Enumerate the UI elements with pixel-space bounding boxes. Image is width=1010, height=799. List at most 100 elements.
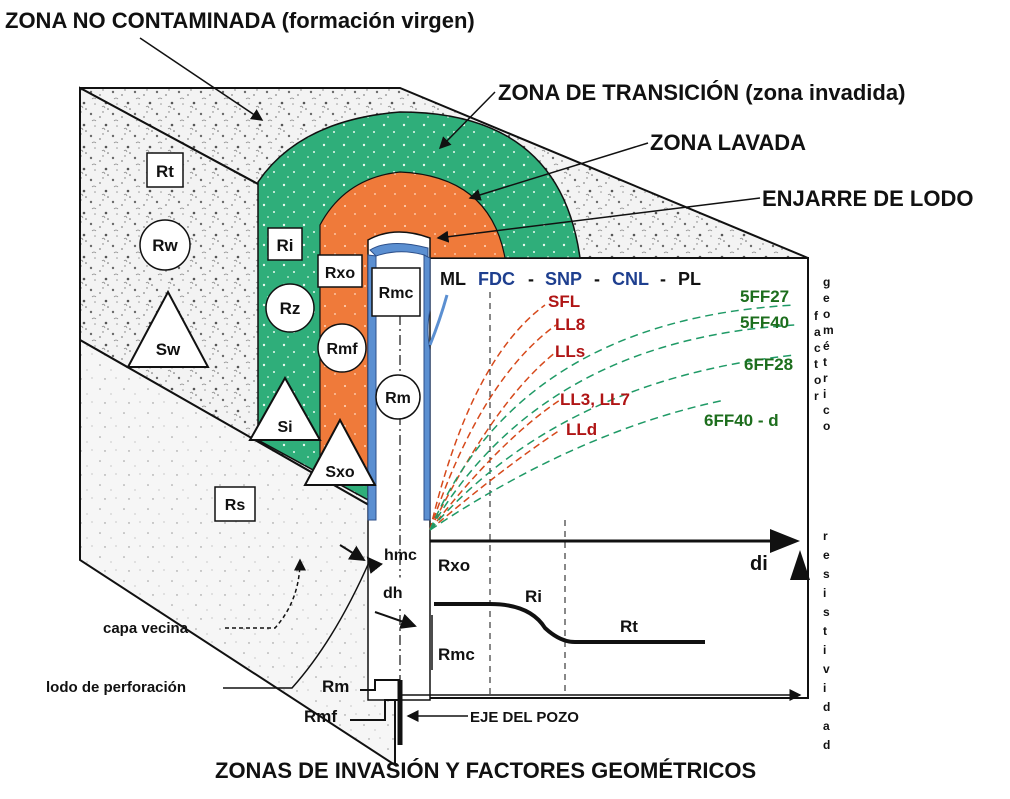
svg-text:-: - xyxy=(528,269,534,289)
svg-text:Si: Si xyxy=(277,419,292,436)
svg-text:a: a xyxy=(814,325,821,339)
vertical-label-factor: fa ct or xyxy=(814,309,821,403)
svg-text:s: s xyxy=(823,567,830,581)
svg-text:r: r xyxy=(823,529,828,543)
svg-text:t: t xyxy=(823,624,827,638)
resistivity-profile-line xyxy=(434,602,705,644)
svg-text:i: i xyxy=(823,643,826,657)
label-sfl: SFL xyxy=(548,292,580,311)
label-capa-vecina: capa vecina xyxy=(103,620,189,637)
symbol-sw: Sw xyxy=(126,289,210,368)
label-dh: dh xyxy=(383,585,403,602)
label-ll8: LL8 xyxy=(555,315,585,334)
svg-text:SNP: SNP xyxy=(545,269,582,289)
profile-rt: Rt xyxy=(620,617,638,636)
red-curves xyxy=(429,304,561,531)
svg-text:PL: PL xyxy=(678,269,701,289)
svg-text:v: v xyxy=(823,662,830,676)
symbol-rs: Rs xyxy=(214,486,256,522)
svg-text:é: é xyxy=(823,339,830,353)
label-eje-pozo: EJE DEL POZO xyxy=(470,709,579,726)
svg-text:f: f xyxy=(814,309,819,323)
svg-text:e: e xyxy=(823,548,830,562)
svg-text:o: o xyxy=(823,307,830,321)
svg-text:-: - xyxy=(594,269,600,289)
label-6ff40-d: 6FF40 - d xyxy=(704,411,779,430)
symbol-rmc: Rmc xyxy=(371,267,421,317)
svg-text:Sw: Sw xyxy=(156,340,181,359)
svg-text:g: g xyxy=(823,275,830,289)
svg-text:s: s xyxy=(823,605,830,619)
svg-text:r: r xyxy=(823,371,828,385)
svg-text:i: i xyxy=(823,681,826,695)
ml-curve xyxy=(428,294,449,346)
svg-text:Sxo: Sxo xyxy=(325,464,355,481)
symbol-rmf: Rmf xyxy=(317,323,367,373)
label-5ff40: 5FF40 xyxy=(740,313,789,332)
label-6ff28: 6FF28 xyxy=(744,355,793,374)
svg-text:r: r xyxy=(814,389,819,403)
label-lls: LLs xyxy=(555,342,585,361)
svg-text:t: t xyxy=(823,355,827,369)
di-axis-arrow xyxy=(770,529,800,553)
chart-face xyxy=(404,257,809,699)
svg-text:d: d xyxy=(823,738,830,752)
svg-text:-: - xyxy=(660,269,666,289)
label-zona-lavada: ZONA LAVADA xyxy=(650,130,806,155)
vertical-label-geometrico: ge om ét ri co xyxy=(823,275,834,433)
symbol-sxo: Sxo xyxy=(303,417,377,486)
svg-text:d: d xyxy=(823,700,830,714)
symbol-rw: Rw xyxy=(139,219,191,271)
svg-text:i: i xyxy=(823,387,826,401)
svg-text:Rw: Rw xyxy=(152,236,178,255)
symbol-rt: Rt xyxy=(146,152,184,188)
svg-text:c: c xyxy=(814,341,821,355)
symbol-ri: Ri xyxy=(267,227,303,261)
label-rmf: Rmf xyxy=(304,707,337,726)
svg-text:Rz: Rz xyxy=(280,299,301,318)
svg-text:FDC: FDC xyxy=(478,269,515,289)
vertical-label-resistividad: re si st iv id ad xyxy=(823,529,830,752)
svg-text:m: m xyxy=(823,323,834,337)
svg-text:o: o xyxy=(823,419,830,433)
svg-text:ML: ML xyxy=(440,269,466,289)
profile-rxo: Rxo xyxy=(438,556,470,575)
label-di: di xyxy=(750,553,768,575)
svg-text:i: i xyxy=(823,586,826,600)
label-hmc: hmc xyxy=(384,547,417,564)
svg-text:Ri: Ri xyxy=(277,236,294,255)
chart-header: ML FDC - SNP - CNL - PL xyxy=(440,269,701,289)
svg-text:t: t xyxy=(814,357,818,371)
svg-text:o: o xyxy=(814,373,821,387)
svg-text:a: a xyxy=(823,719,830,733)
resistividad-arrow xyxy=(790,550,810,580)
svg-text:Rmf: Rmf xyxy=(326,341,358,358)
label-rm: Rm xyxy=(322,677,349,696)
svg-text:e: e xyxy=(823,291,830,305)
svg-text:Rmc: Rmc xyxy=(379,285,414,302)
svg-text:Rs: Rs xyxy=(225,497,246,514)
label-lodo-perforacion: lodo de perforación xyxy=(46,679,186,696)
flushed-zone xyxy=(319,171,506,491)
symbol-si: Si xyxy=(248,375,322,441)
svg-text:CNL: CNL xyxy=(612,269,649,289)
symbol-rxo: Rxo xyxy=(317,254,363,288)
label-ll3-ll7: LL3, LL7 xyxy=(560,390,630,409)
svg-text:Rm: Rm xyxy=(385,390,411,407)
symbol-rz: Rz xyxy=(265,283,315,333)
profile-ri: Ri xyxy=(525,587,542,606)
svg-text:Rt: Rt xyxy=(156,162,174,181)
symbol-rm: Rm xyxy=(375,374,421,420)
mudcake-right xyxy=(423,254,431,521)
svg-text:Rxo: Rxo xyxy=(325,265,355,282)
footer-title: ZONAS DE INVASIÓN Y FACTORES GEOMÉTRICOS xyxy=(215,758,756,783)
label-5ff27: 5FF27 xyxy=(740,287,789,306)
label-lld: LLd xyxy=(566,420,597,439)
green-curves xyxy=(429,304,796,531)
profile-rmc: Rmc xyxy=(438,645,475,664)
mudcake-left xyxy=(367,254,377,521)
label-zona-transicion: ZONA DE TRANSICIÓN (zona invadida) xyxy=(498,80,905,105)
label-zona-no-contaminada: ZONA NO CONTAMINADA (formación virgen) xyxy=(5,8,475,33)
